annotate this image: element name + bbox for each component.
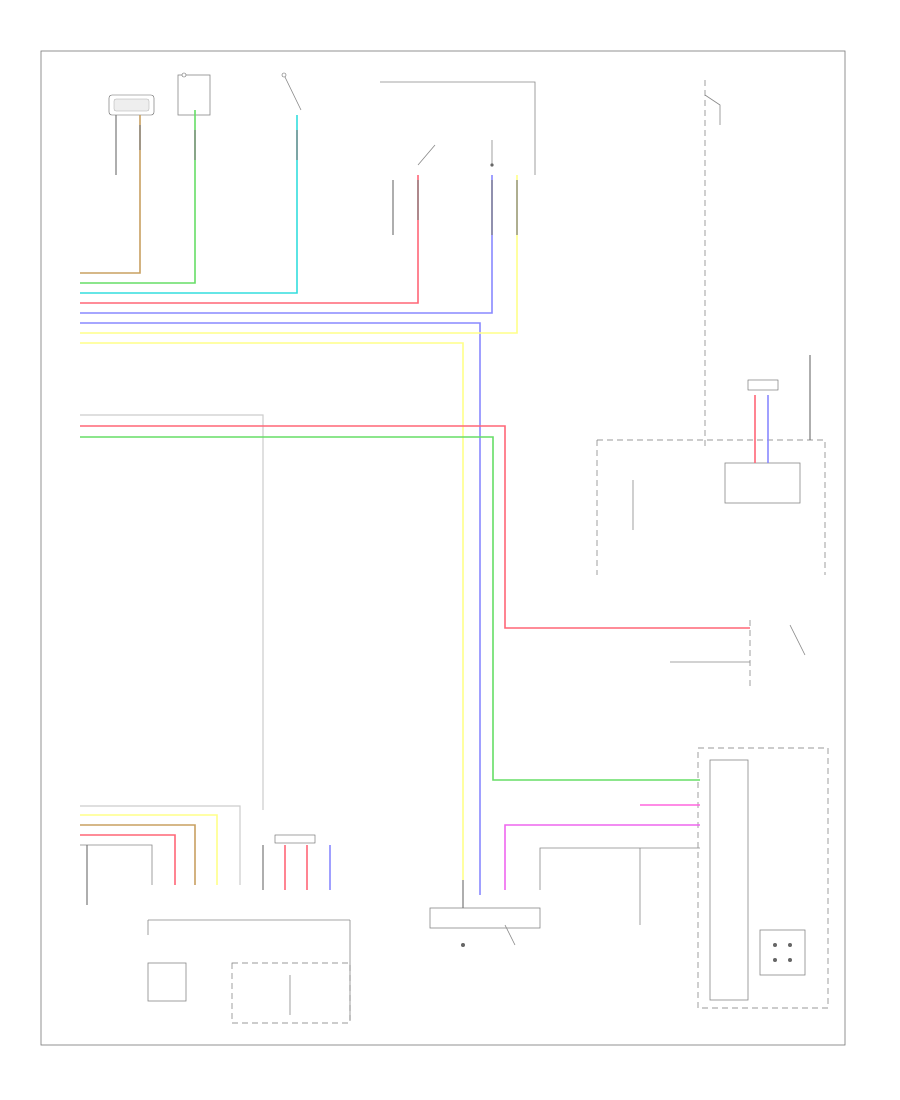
wire-green-mid	[80, 436, 700, 781]
wire-cyan-door-right	[80, 115, 298, 294]
top-wire-bundle	[80, 110, 518, 880]
top-switch-2	[490, 140, 494, 167]
door-switch-right-block	[670, 620, 806, 690]
wire-magenta	[504, 824, 700, 890]
top-switch-1	[417, 144, 436, 166]
front-door-switches-lower	[429, 830, 541, 947]
wire-orange-steering	[80, 115, 141, 274]
wire-yellow-down	[80, 342, 464, 880]
steering-switch-component	[108, 94, 155, 116]
control-unit-inner	[724, 462, 801, 504]
wire-gray-mid	[80, 414, 264, 810]
junction-block-frame	[697, 747, 829, 1009]
junction-block	[504, 747, 829, 1009]
middle-wire-bundle	[80, 414, 750, 810]
front-door-switch-left	[177, 72, 211, 116]
control-unit-block	[596, 355, 826, 575]
ground-connector	[747, 379, 779, 391]
lower-left-wire-bundle	[80, 805, 331, 905]
wire-red-mid	[80, 425, 750, 629]
lower-left-module	[147, 919, 351, 1024]
top-bus	[380, 81, 536, 175]
battery-feed-top-right	[704, 80, 721, 450]
wire-green-door-left	[80, 110, 196, 284]
diagram-frame	[40, 50, 846, 1046]
wire-blue-down	[80, 322, 481, 830]
wire-yellow-top	[80, 175, 518, 334]
front-door-switch-right	[281, 72, 302, 111]
